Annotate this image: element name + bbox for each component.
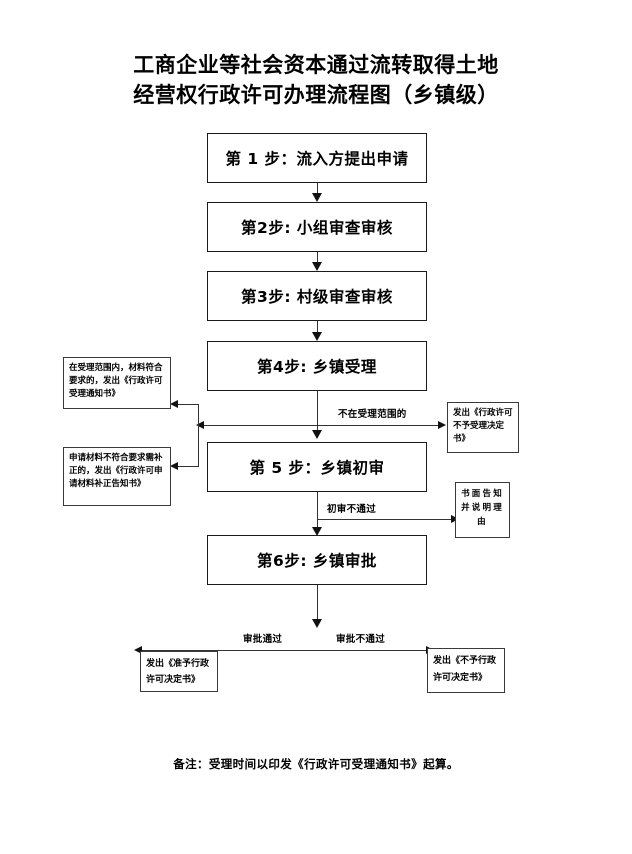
arrowhead-step5 [312,430,322,439]
arrowhead-accept-left [196,420,204,429]
connector-step5-step6 [317,492,318,531]
edge-label-out-of-scope: 不在受理范围的 [338,409,407,420]
arrowhead-out-of-scope [438,420,446,429]
note-approved-decision: 发出《准予行政许可决定书》 [140,651,218,692]
title-line-1: 工商企业等社会资本通过流转取得土地 [133,53,499,77]
connector-left-notes-riser [198,404,199,466]
step-box-3[interactable]: 第3步: 村级审查审核 [207,271,427,321]
arrowhead-approve-pass [134,645,142,654]
branch-to-accept-ok [176,404,199,405]
edge-label-approve-pass: 审批通过 [243,634,283,645]
step-box-2[interactable]: 第2步: 小组审查审核 [207,202,427,252]
connector-step6-decision [317,585,318,623]
branch-prelim-fail [317,519,452,520]
step-box-6[interactable]: 第6步: 乡镇审批 [207,535,427,585]
note-need-correction: 申请材料不符合要求需补正的，发出《行政许可申请材料补正告知书》 [63,447,171,506]
title-line-2: 经营权行政许可办理流程图（乡镇级） [133,83,499,107]
arrowhead-need-correction [170,461,178,470]
arrowhead-step6 [312,527,322,536]
arrowhead-decision-split [312,619,322,628]
arrowhead-accept-ok [170,399,178,408]
arrowhead-step2 [312,193,322,202]
connector-step3-step4 [317,321,318,337]
connector-step4-step5 [317,391,318,434]
step-box-5[interactable]: 第 5 步：乡镇初审 [207,442,427,492]
note-rejected-decision: 发出《不予行政许可决定书》 [427,648,505,693]
note-accept-ok: 在受理范围内，材料符合要求的，发出《行政许可受理通知书》 [63,357,171,409]
branch-to-need-correction [176,466,199,467]
page-title: 工商企业等社会资本通过流转取得土地 经营权行政许可办理流程图（乡镇级） [60,50,572,110]
branch-out-of-scope [317,425,439,426]
note-not-accepted: 发出《行政许可不予受理决定书》 [447,402,519,453]
footnote: 备注：受理时间以印发《行政许可受理通知书》起算。 [173,757,459,771]
branch-approve-pass [140,650,318,651]
arrowhead-step3 [312,262,322,271]
step-box-4[interactable]: 第4步: 乡镇受理 [207,341,427,391]
edge-label-approve-fail: 审批不通过 [336,634,386,645]
note-written-notice: 书面告知并说明理由 [455,482,510,538]
edge-label-prelim-fail: 初审不通过 [327,504,377,515]
arrowhead-step4 [312,332,322,341]
branch-approve-fail [317,650,427,651]
step-box-1[interactable]: 第 1 步：流入方提出申请 [207,133,427,183]
connector-step1-step2 [317,183,318,198]
branch-accept-left [203,425,318,426]
connector-step2-step3 [317,252,318,267]
